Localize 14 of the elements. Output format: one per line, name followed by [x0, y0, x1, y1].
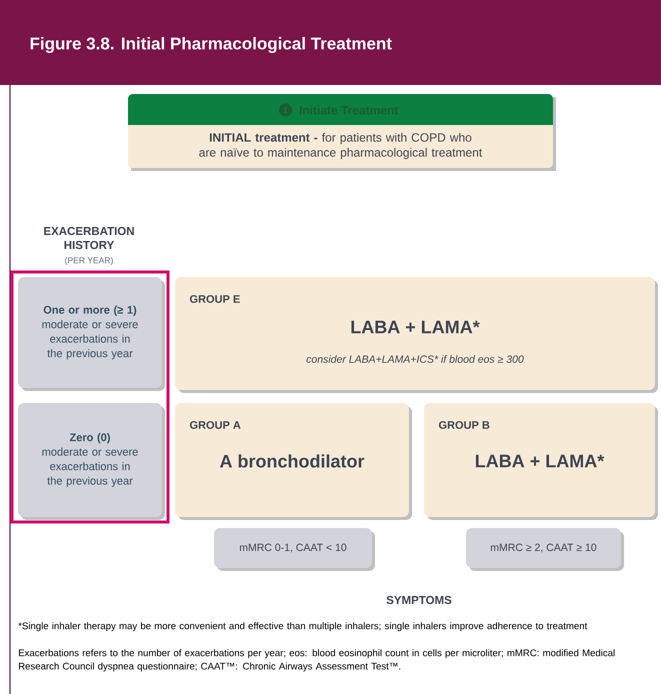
- history-box: One or more (≥ 1) moderate or severe exacerbations in the previous year: [18, 277, 165, 391]
- group-box: GROUP A A bronchodilator: [175, 403, 412, 520]
- axis-subtitle: (PER YEAR): [65, 257, 113, 265]
- highlight-frame: [10, 270, 170, 524]
- group-box: GROUP B LABA + LAMA*: [424, 403, 658, 520]
- symptom-box: mMRC ≥ 2, CAAT ≥ 10: [466, 528, 624, 571]
- axis-title: SYMPTOMS: [386, 596, 452, 604]
- history-box: Zero (0) moderate or severe exacerbations in the previous year: [18, 403, 165, 520]
- symptom-box: mMRC 0-1, CAAT < 10: [214, 528, 375, 571]
- footnote: *Single inhaler therapy may be more convenient and effective than multiple inhalers; single inhalers improve adherence to treatment: [18, 622, 588, 632]
- title-banner: Figure 3.8. Initial Pharmacological Treatment: [0, 0, 661, 85]
- footnote: Exacerbations refers to the number of exacerbations per year; eos: blood eosinophil count in cells per microliter; mMRC: modified Medical Research Council dyspnea questionnaire; CAAT™: Chronic Airways Assessment Test™.: [18, 649, 614, 672]
- axis-title: EXACERBATION HISTORY: [44, 226, 134, 250]
- group-box: GROUP E LABA + LAMA* consider LABA+LAMA+ICS* if blood eos ≥ 300: [175, 277, 658, 393]
